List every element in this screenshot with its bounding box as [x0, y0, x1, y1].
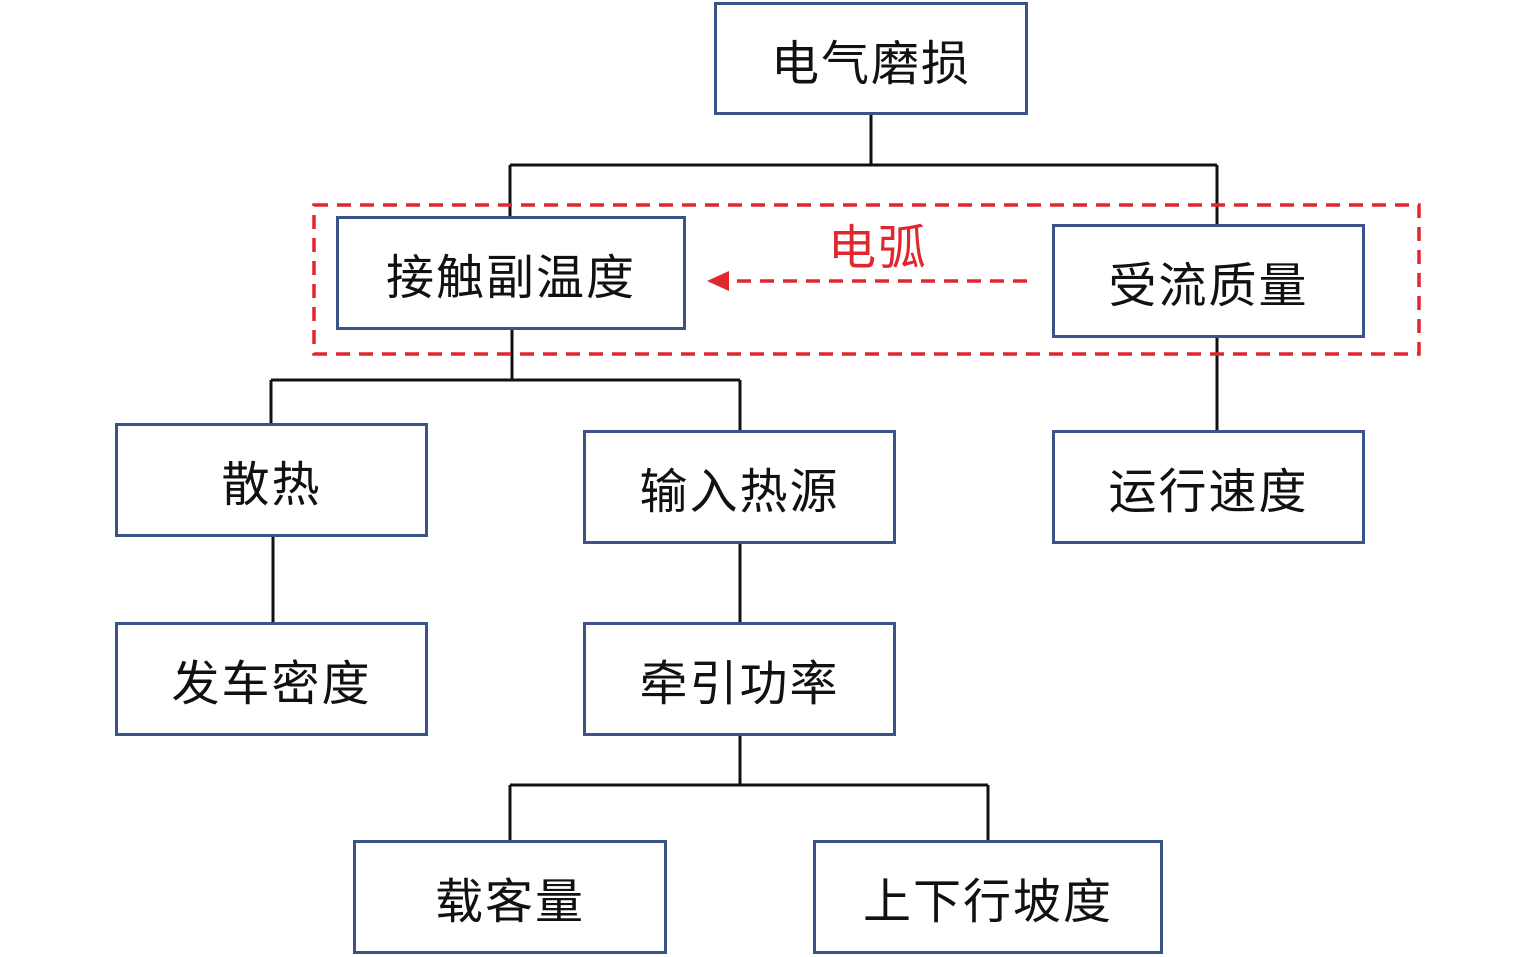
node-heat-dissipation: 散热 — [115, 423, 428, 537]
node-electrical-wear: 电气磨损 — [714, 2, 1028, 115]
arc-label: 电弧 — [828, 220, 929, 276]
node-gradient: 上下行坡度 — [813, 840, 1163, 954]
node-passenger-load: 载客量 — [353, 840, 667, 954]
arc-highlight-frame — [312, 203, 1421, 356]
node-departure-density: 发车密度 — [115, 622, 428, 736]
node-traction-power: 牵引功率 — [583, 622, 896, 736]
node-current-collection-quality: 受流质量 — [1052, 224, 1365, 338]
node-contact-temperature: 接触副温度 — [336, 216, 686, 330]
arc-arrow-head — [707, 271, 729, 291]
node-input-heat-source: 输入热源 — [583, 430, 896, 544]
node-running-speed: 运行速度 — [1052, 430, 1365, 544]
